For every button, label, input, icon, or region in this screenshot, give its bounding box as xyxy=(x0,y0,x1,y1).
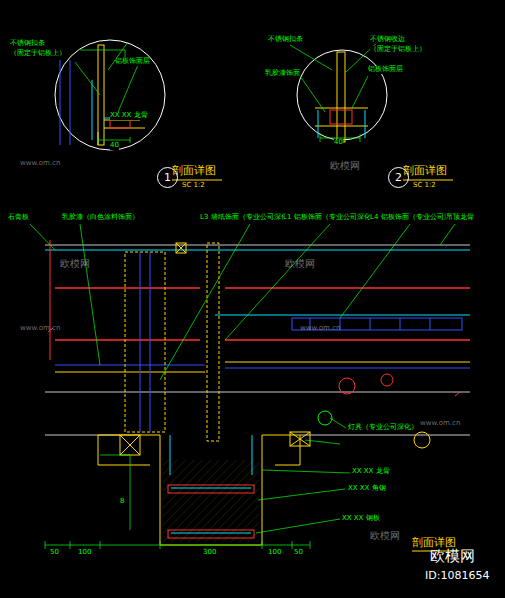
dimension: 40 xyxy=(110,142,119,150)
detail-number: 2 xyxy=(395,171,402,184)
callout-text: 吊顶龙骨 xyxy=(446,214,474,222)
callout-text: XX XX 钢板 xyxy=(342,515,380,523)
watermark: www.om.cn xyxy=(420,420,460,428)
callout-text: （固定于铝板上） xyxy=(370,46,426,54)
detail-scale: SC 1:2 xyxy=(182,182,205,190)
callout-text: 乳胶漆饰面 xyxy=(265,70,300,78)
material-label: XX XX 龙骨 xyxy=(110,112,148,120)
dimension: 100 xyxy=(268,549,281,557)
detail-number-circle: 2 xyxy=(388,167,409,188)
watermark: 欧模网 xyxy=(430,548,475,565)
detail-title: 剖面详图 xyxy=(172,165,216,177)
detail-number: 1 xyxy=(164,171,171,184)
detail-scale: SC 1:2 xyxy=(413,182,436,190)
watermark: www.om.cn xyxy=(20,160,60,168)
dimension: 50 xyxy=(294,549,303,557)
watermark: 欧模网 xyxy=(370,530,400,541)
watermark-id: ID:1081654 xyxy=(425,570,489,582)
callout-text: 铝板饰面层 xyxy=(115,58,150,66)
watermark: 欧模网 xyxy=(60,258,90,269)
callout-text: XX XX 角钢 xyxy=(348,485,386,493)
dimension: 40 xyxy=(334,139,343,147)
watermark: www.om.cn xyxy=(300,325,340,333)
callout-text: 铝板饰面层 xyxy=(368,66,403,74)
callout-number: 8 xyxy=(120,498,124,506)
detail-title: 剖面详图 xyxy=(403,165,447,177)
watermark: 欧模网 xyxy=(285,258,315,269)
callout-text: XX XX 龙骨 xyxy=(352,468,390,476)
callout-text: （固定于铝板上） xyxy=(10,50,66,58)
callout-text: L3 墙纸饰面（专业公司深化） xyxy=(200,214,295,222)
watermark: www.om.cn xyxy=(20,325,60,333)
dimension: 100 xyxy=(78,549,91,557)
callout-text: 灯具（专业公司深化） xyxy=(348,424,418,432)
dimension: 50 xyxy=(50,549,59,557)
callout-text: 不锈钢收边 xyxy=(370,36,405,44)
callout-text: 不锈钢扣条 xyxy=(268,36,303,44)
callout-text: 不锈钢扣条 xyxy=(10,40,45,48)
detail-number-circle: 1 xyxy=(157,167,178,188)
dimension: 300 xyxy=(203,549,216,557)
watermark: 欧模网 xyxy=(330,160,360,171)
callout-text: L1 铝板饰面（专业公司深化） xyxy=(283,214,378,222)
callout-text: 石膏板 xyxy=(8,214,29,222)
callout-text: 乳胶漆（白色涂料饰面） xyxy=(62,214,139,222)
